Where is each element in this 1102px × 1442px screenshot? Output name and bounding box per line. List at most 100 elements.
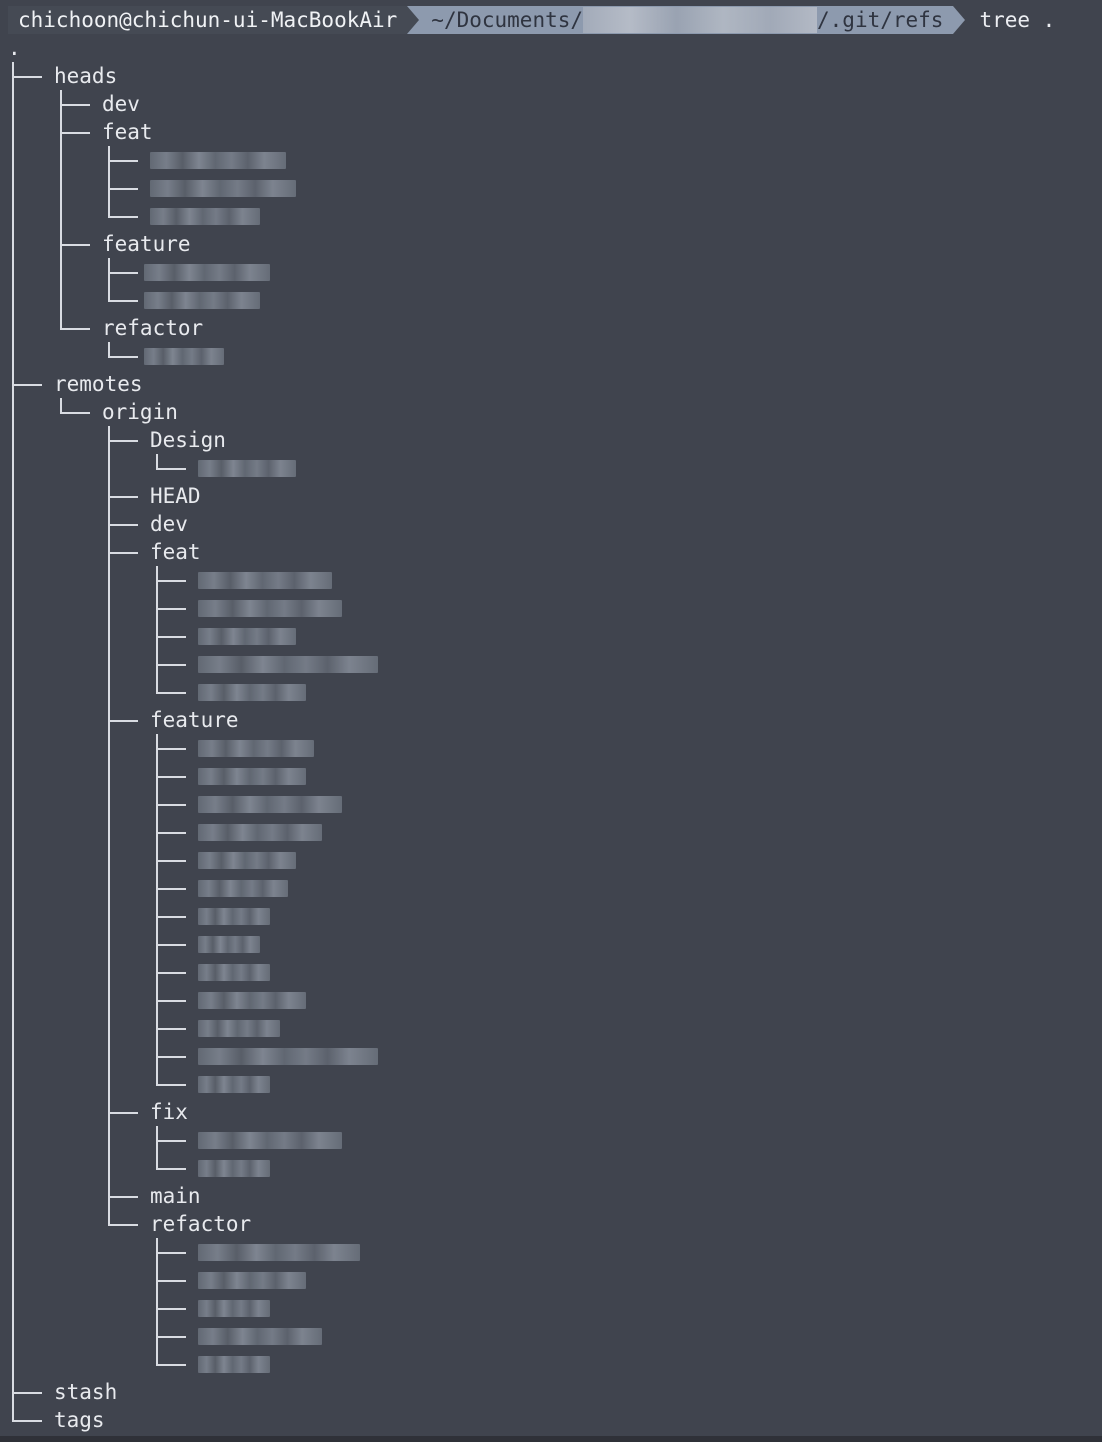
prompt-separator-icon: [953, 6, 966, 34]
tree-connector: [156, 776, 186, 778]
tree-connector: [108, 524, 138, 526]
tree-connector: [108, 188, 138, 190]
redacted-branch: [198, 600, 342, 617]
tree-file-origin-head: HEAD: [150, 484, 201, 508]
tree-connector: [156, 1364, 186, 1366]
redacted-branch: [198, 936, 260, 953]
tree-connector: [156, 1308, 186, 1310]
tree-connector: [108, 1112, 138, 1114]
tree-connector: [108, 1196, 138, 1198]
redacted-branch: [198, 1048, 378, 1065]
redacted-branch: [198, 572, 332, 589]
tree-connector: [156, 1280, 186, 1282]
tree-dir-origin-feat: feat: [150, 540, 201, 564]
tree-connector: [156, 664, 186, 666]
tree-connector: [156, 916, 186, 918]
tree-connector: [60, 104, 90, 106]
redacted-branch: [198, 992, 306, 1009]
redacted-branch: [144, 264, 270, 281]
tree-branch-line: [156, 566, 158, 692]
tree-root: .: [8, 36, 21, 60]
tree-connector: [156, 1140, 186, 1142]
redacted-branch: [198, 656, 378, 673]
redacted-branch: [198, 740, 314, 757]
redacted-branch: [198, 908, 270, 925]
tree-connector: [108, 552, 138, 554]
tree-dir-heads: heads: [54, 64, 118, 88]
redacted-branch: [198, 1160, 270, 1177]
tree-connector: [156, 832, 186, 834]
tree-connector: [108, 216, 138, 218]
redacted-branch: [150, 180, 296, 197]
tree-connector: [108, 356, 138, 358]
tree-connector: [156, 1056, 186, 1058]
tree-connector: [156, 580, 186, 582]
tree-connector: [156, 1252, 186, 1254]
redacted-branch: [150, 208, 260, 225]
redacted-branch: [198, 1076, 270, 1093]
tree-dir-design: Design: [150, 428, 226, 452]
tree-connector: [108, 160, 138, 162]
tree-file-heads-dev: dev: [102, 92, 140, 116]
tree-connector: [108, 496, 138, 498]
tree-connector: [108, 440, 138, 442]
tree-connector: [156, 860, 186, 862]
tree-branch-line: [156, 1126, 158, 1168]
tree-branch-line: [108, 258, 110, 300]
tree-dir-heads-feature: feature: [102, 232, 191, 256]
tree-connector: [156, 1084, 186, 1086]
tree-file-origin-main: main: [150, 1184, 201, 1208]
tree-branch-line: [156, 454, 158, 468]
redacted-branch: [198, 852, 296, 869]
prompt-command: tree .: [979, 8, 1056, 32]
tree-connector: [156, 1336, 186, 1338]
tree-branch-line: [156, 1238, 158, 1364]
redacted-branch: [198, 1300, 270, 1317]
redacted-branch: [198, 1272, 306, 1289]
tree-connector: [156, 636, 186, 638]
tree-connector: [156, 748, 186, 750]
tree-connector: [60, 244, 90, 246]
tree-branch-line: [156, 734, 158, 1084]
tree-connector: [12, 76, 42, 78]
tree-dir-origin-fix: fix: [150, 1100, 188, 1124]
tree-branch-line: [108, 342, 110, 356]
tree-connector: [108, 272, 138, 274]
tree-connector: [156, 1168, 186, 1170]
tree-dir-origin-refactor: refactor: [150, 1212, 252, 1236]
redacted-branch: [198, 1244, 360, 1261]
tree-dir-origin: origin: [102, 400, 178, 424]
redacted-branch: [198, 1132, 342, 1149]
tree-connector: [60, 412, 90, 414]
redacted-branch: [198, 768, 306, 785]
redacted-branch: [198, 796, 342, 813]
tree-dir-origin-feature: feature: [150, 708, 239, 732]
prompt-user-host: chichoon@chichun-ui-MacBookAir: [8, 6, 408, 34]
redacted-branch: [144, 292, 260, 309]
prompt-separator-icon: [407, 6, 420, 34]
tree-connector: [156, 972, 186, 974]
shell-prompt: chichoon@chichun-ui-MacBookAir ~/Documen…: [8, 6, 1055, 34]
redacted-branch: [198, 880, 288, 897]
tree-dir-stash: stash: [54, 1380, 118, 1404]
tree-connector: [156, 1000, 186, 1002]
tree-connector: [60, 328, 90, 330]
tree-connector: [60, 132, 90, 134]
tree-connector: [156, 944, 186, 946]
tree-connector: [156, 468, 186, 470]
redacted-branch: [198, 1328, 322, 1345]
prompt-path-prefix: ~/Documents/: [431, 8, 584, 32]
redacted-branch: [150, 152, 286, 169]
redacted-branch: [198, 1020, 280, 1037]
tree-branch-line: [60, 398, 62, 412]
tree-connector: [156, 692, 186, 694]
window-bottom-edge: [0, 1436, 1102, 1442]
tree-connector: [108, 1224, 138, 1226]
prompt-path: ~/Documents/ /.git/refs: [419, 6, 954, 34]
tree-file-origin-dev: dev: [150, 512, 188, 536]
prompt-path-suffix: /.git/refs: [817, 8, 944, 32]
tree-connector: [108, 720, 138, 722]
tree-connector: [108, 300, 138, 302]
tree-dir-heads-refactor: refactor: [102, 316, 204, 340]
